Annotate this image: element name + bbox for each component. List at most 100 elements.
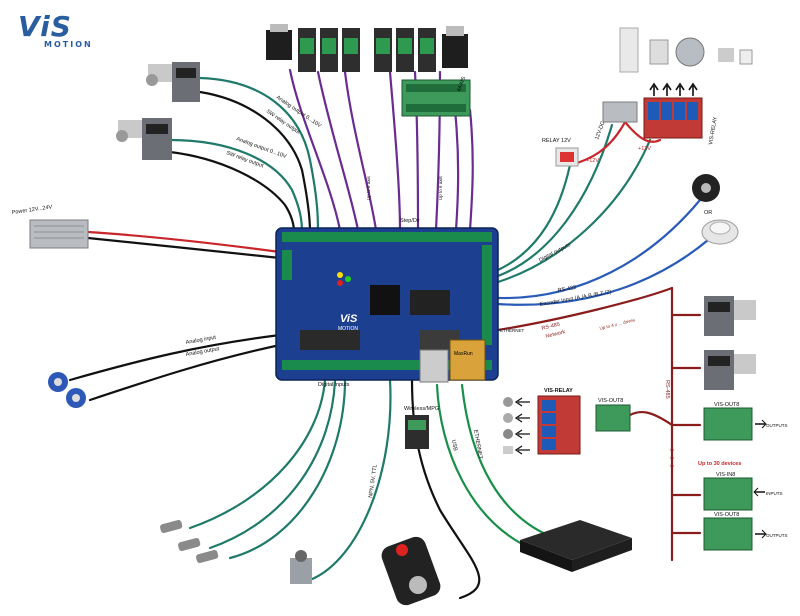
label-vis-in8: VIS-IN8 bbox=[716, 472, 735, 478]
cable-encoder-1 bbox=[496, 198, 702, 300]
proximity-sensors bbox=[160, 519, 219, 564]
label-rs485-vert: RS-485 bbox=[664, 380, 670, 399]
cable-dout-1 bbox=[496, 163, 572, 272]
label-vis-out8-b: VIS-OUT8 bbox=[598, 398, 623, 404]
psu-12v bbox=[602, 101, 638, 123]
spindle-drive-1 bbox=[146, 62, 200, 102]
mpg-pendant bbox=[381, 536, 441, 606]
cable-din-3 bbox=[228, 378, 347, 560]
label-axis-b: Up to 6 axis bbox=[438, 175, 443, 200]
cable-step-8 bbox=[468, 108, 474, 232]
label-or: OR bbox=[704, 210, 712, 216]
label-pendant: Wireless/MPG bbox=[404, 406, 439, 412]
label-up-to-30: Up to 30 devices bbox=[698, 461, 741, 467]
cable-din-4 bbox=[308, 378, 392, 582]
vfd-drive-1 bbox=[704, 296, 756, 336]
bus-tap-6 bbox=[628, 410, 674, 427]
vis-motion-logo: ViS MOTION bbox=[14, 10, 100, 50]
cable-step-2 bbox=[316, 70, 360, 232]
label-analog-out-left: Analog output bbox=[185, 346, 220, 358]
label-digital-inputs: Digital inputs bbox=[318, 382, 350, 388]
label-analog-in: Analog input bbox=[185, 335, 217, 346]
io-expansion-board bbox=[401, 79, 471, 117]
cable-usb bbox=[435, 383, 532, 550]
cables bbox=[68, 68, 710, 600]
logo-subtext: MOTION bbox=[44, 40, 93, 49]
stepper-motor-right bbox=[442, 26, 468, 68]
vis-out8-module-b bbox=[595, 404, 631, 432]
label-vis-relay-top: VIS-RELAY bbox=[708, 116, 719, 145]
cable-rs485 bbox=[496, 286, 674, 332]
cable-step-7 bbox=[453, 108, 460, 232]
board-brand: ViS bbox=[340, 313, 358, 325]
encoder-handwheel bbox=[701, 219, 739, 245]
cable-relay-1 bbox=[198, 90, 312, 234]
label-vis-out8-c: VIS-OUT8 bbox=[714, 512, 739, 518]
label-axis-a: Up to 6 axis bbox=[366, 175, 371, 200]
cable-din-2 bbox=[208, 378, 337, 550]
label-ethernet: ETHERNET bbox=[472, 429, 483, 460]
cable-analog-2 bbox=[168, 138, 304, 234]
label-12v-b: +12V bbox=[638, 146, 651, 152]
label-vfd-text: Up to 4 x ... drives bbox=[599, 317, 636, 331]
vis-in8-module bbox=[703, 477, 765, 511]
vacuum-devices bbox=[619, 27, 753, 73]
cable-encoder-2 bbox=[496, 238, 710, 306]
stepper-motor-left bbox=[266, 24, 292, 60]
label-vis-out8-a: VIS-OUT8 bbox=[714, 402, 739, 408]
label-psu-12v: 12V-DC bbox=[594, 121, 606, 141]
label-wiring: NPN, 5V, TTL bbox=[368, 464, 379, 498]
label-encoder: Encoder input (A,/A,B,/B,Z,/Z) bbox=[539, 289, 612, 308]
vis-out8-module-c bbox=[703, 517, 767, 551]
label-ethernet-small: ETHERNET bbox=[500, 328, 525, 333]
label-outputs-c: OUTPUTS bbox=[766, 533, 788, 538]
label-network: Network bbox=[545, 329, 566, 340]
label-inputs: INPUTS bbox=[766, 491, 783, 496]
cable-step-1 bbox=[288, 68, 342, 232]
label-power: Power 12V...24V bbox=[11, 204, 53, 216]
cable-relay-2 bbox=[168, 150, 296, 234]
board-subbrand: MOTION bbox=[338, 326, 358, 332]
vis-out8-module-a bbox=[703, 407, 767, 441]
cable-12v-b bbox=[623, 120, 662, 143]
logo-text: ViS bbox=[18, 10, 72, 43]
label-rs422: RS-422 bbox=[557, 285, 576, 294]
cable-analog-in bbox=[68, 333, 282, 382]
label-vis-relay-mid: VIS-RELAY bbox=[544, 388, 573, 394]
encoder-rotary bbox=[692, 174, 720, 202]
label-step-dir: Step/Dir bbox=[400, 218, 420, 224]
vfd-drive-2 bbox=[704, 350, 756, 390]
cable-power-red bbox=[86, 230, 282, 254]
bus-ellipsis bbox=[670, 448, 674, 468]
stepper-drivers-group-1 bbox=[298, 28, 360, 72]
label-outputs-a: OUTPUTS bbox=[766, 423, 788, 428]
label-usb: USB bbox=[450, 439, 458, 452]
stepper-drivers-group-2 bbox=[374, 28, 436, 72]
cable-dout-3 bbox=[496, 138, 652, 284]
label-io-board: 4AXIS bbox=[456, 76, 467, 93]
vis-relay-mid-board bbox=[537, 395, 581, 455]
relay-12v bbox=[555, 147, 579, 167]
cable-din-1 bbox=[188, 378, 327, 530]
power-supply bbox=[29, 219, 89, 249]
industrial-pc bbox=[520, 520, 632, 572]
cable-step-4 bbox=[388, 70, 402, 232]
cable-analog-1 bbox=[198, 76, 320, 234]
spindle-drive-2 bbox=[116, 118, 172, 160]
label-relay-12v: RELAY 12V bbox=[542, 138, 571, 144]
label-12v-a: +12V bbox=[586, 158, 599, 164]
cable-power-black bbox=[86, 236, 282, 260]
relay-board-top bbox=[643, 82, 703, 139]
relay-loads bbox=[503, 397, 530, 455]
cable-step-3 bbox=[343, 70, 378, 232]
wireless-receiver bbox=[405, 415, 429, 449]
label-rs485-net: RS-485 bbox=[541, 322, 561, 332]
module-label: MaxRun bbox=[454, 351, 473, 357]
cable-ethernet bbox=[460, 383, 562, 542]
controller-board: ViS MOTION MaxRun bbox=[275, 227, 499, 383]
limit-switch-sensor bbox=[290, 550, 312, 584]
cable-dout-2 bbox=[496, 123, 614, 278]
cable-analog-out bbox=[88, 343, 282, 402]
